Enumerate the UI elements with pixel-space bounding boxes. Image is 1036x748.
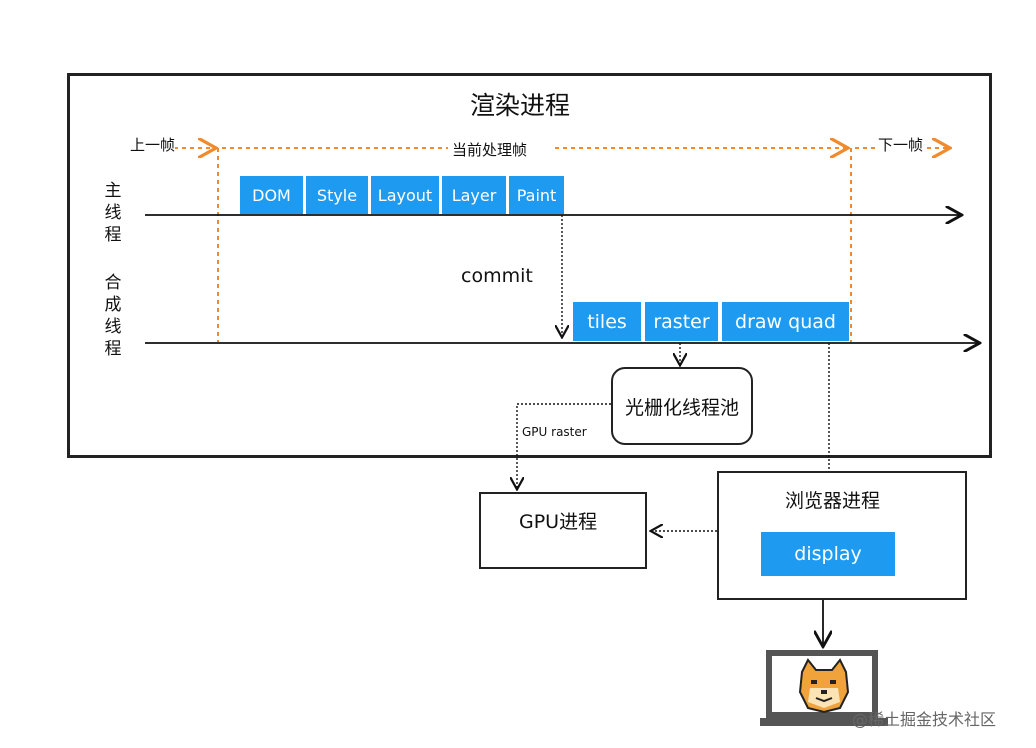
current-frame-label: 当前处理帧 (452, 139, 528, 160)
main-step-layout: Layout (371, 176, 439, 214)
commit-label: commit (461, 265, 533, 287)
compositor-step-raster: raster (645, 302, 718, 341)
prev-frame-label: 上一帧 (130, 134, 176, 155)
compositor-step-tiles: tiles (573, 302, 641, 341)
main-step-layer: Layer (442, 176, 506, 214)
raster-thread-pool: 光栅化线程池 (611, 367, 753, 445)
main-step-style: Style (306, 176, 368, 214)
gpu-process-label: GPU进程 (519, 511, 598, 533)
renderer-process-title: 渲染进程 (470, 91, 571, 120)
display-step: display (761, 532, 895, 576)
compositor-thread-label: 合成线程 (104, 273, 122, 359)
compositor-step-draw-quad: draw quad (722, 302, 849, 341)
gpu-process-box: GPU进程 (479, 492, 647, 569)
main-thread-label: 主线程 (104, 181, 122, 245)
next-frame-label: 下一帧 (878, 134, 924, 155)
main-step-paint: Paint (509, 176, 564, 214)
gpu-raster-label: GPU raster (522, 425, 587, 439)
gpu-raster-arrow (517, 403, 611, 488)
watermark: @稀土掘金技术社区 (852, 710, 997, 729)
browser-process-label: 浏览器进程 (785, 490, 881, 512)
monitor-icon (760, 650, 888, 728)
doge-icon (798, 658, 850, 714)
main-step-dom: DOM (240, 176, 303, 214)
renderer-process-frame (67, 73, 992, 458)
raster-thread-pool-label: 光栅化线程池 (624, 396, 739, 419)
